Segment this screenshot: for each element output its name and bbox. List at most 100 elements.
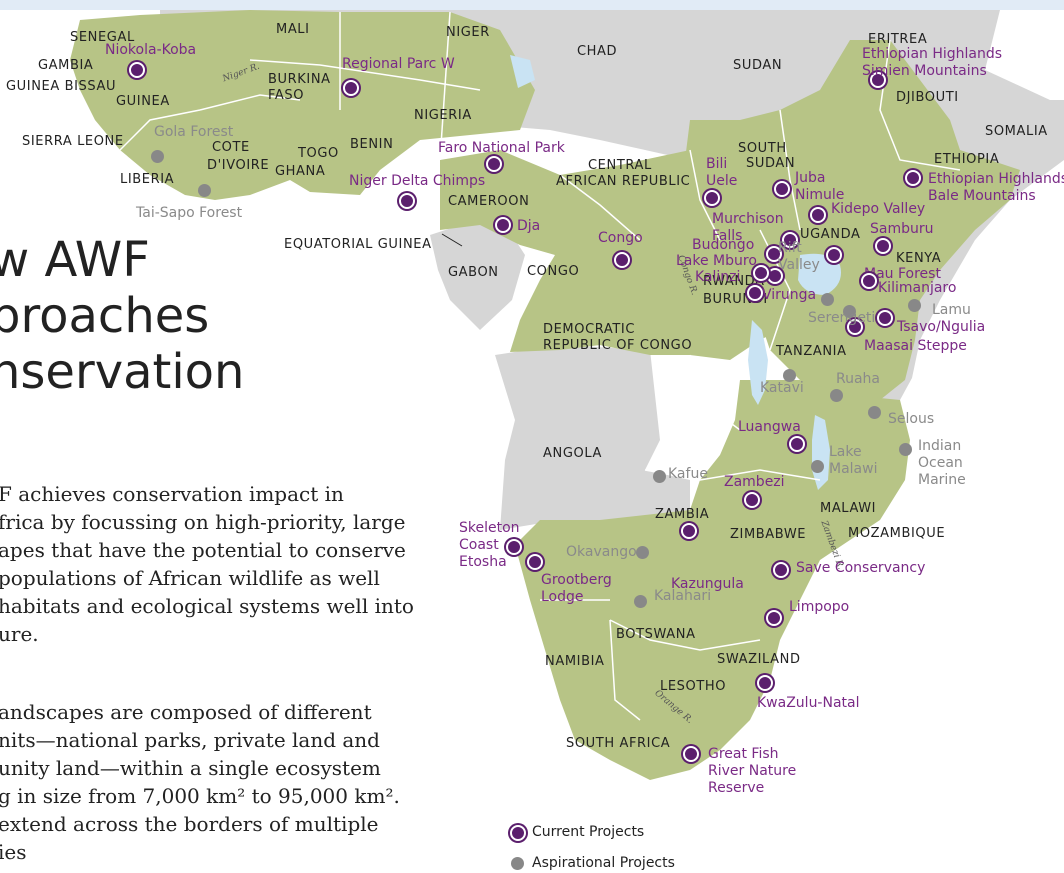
aspirational-project-marker[interactable] (783, 369, 796, 382)
current-project-marker[interactable] (744, 492, 760, 508)
aspirational-project-label: Ruaha (836, 371, 881, 387)
country-label: MALI (276, 22, 310, 37)
grey-land-angola (495, 345, 690, 530)
eq-guinea-pointer (441, 233, 463, 247)
country-label: CHAD (577, 44, 618, 59)
country-label: AFRICAN REPUBLIC (556, 174, 691, 189)
country-label: SIERRA LEONE (22, 134, 124, 149)
aspirational-project-label: Kafue (668, 466, 708, 482)
page-title: w AWF proaches nservation (0, 232, 244, 400)
current-project-label: Regional Parc W (342, 56, 455, 72)
current-project-marker[interactable] (861, 273, 877, 289)
current-project-marker[interactable] (810, 207, 826, 223)
current-project-marker[interactable] (129, 62, 145, 78)
country-label: CONGO (527, 264, 580, 279)
paragraph-line: andscapes are composed of different (0, 700, 372, 724)
current-project-marker[interactable] (870, 72, 886, 88)
aspirational-project-marker[interactable] (908, 299, 921, 312)
current-project-marker[interactable] (704, 190, 720, 206)
current-project-marker[interactable] (757, 675, 773, 691)
current-project-label: Dja (517, 218, 541, 234)
paragraph-line: frica by focussing on high-priority, lar… (0, 510, 406, 534)
country-label: BENIN (350, 137, 394, 152)
country-label: RWANDA (703, 274, 765, 289)
current-project-marker[interactable] (683, 746, 699, 762)
country-label: ZIMBABWE (730, 527, 807, 542)
current-project-label: Budongo (692, 237, 755, 253)
aspirational-project-marker[interactable] (830, 389, 843, 402)
current-project-marker[interactable] (905, 170, 921, 186)
current-project-label: Tsavo/Ngulia (897, 319, 986, 335)
west-africa-land (70, 10, 535, 200)
current-project-marker[interactable] (847, 319, 863, 335)
paragraph-line: g in size from 7,000 km² to 95,000 km². (0, 784, 400, 808)
aspirational-project-marker[interactable] (653, 470, 666, 483)
country-label: ERITREA (868, 32, 928, 47)
paragraph-line: ies (0, 840, 27, 864)
paragraph-line: populations of African wildlife as well (0, 566, 380, 590)
aspirational-project-marker[interactable] (151, 150, 164, 163)
country-label: SUDAN (733, 58, 783, 73)
aspirational-project-marker[interactable] (811, 460, 824, 473)
current-project-marker[interactable] (753, 265, 769, 281)
current-project-label: Samburu (870, 221, 934, 237)
current-project-marker[interactable] (399, 193, 415, 209)
aspirational-project-marker[interactable] (636, 546, 649, 559)
country-label: KENYA (896, 251, 942, 266)
country-label: MALAWI (820, 501, 877, 516)
current-project-label: Limpopo (789, 599, 850, 615)
current-project-label: Bili Uele (706, 156, 738, 189)
paragraph-line: ure. (0, 622, 39, 646)
country-label: DEMOCRATIC (543, 322, 635, 337)
current-project-marker[interactable] (875, 238, 891, 254)
current-project-label: Congo (598, 230, 643, 246)
aspirational-project-label: Kalahari (654, 588, 712, 604)
country-label: COTE (212, 140, 250, 155)
current-project-marker[interactable] (343, 80, 359, 96)
title-line: w AWF (0, 232, 150, 288)
current-project-marker[interactable] (614, 252, 630, 268)
current-project-label: KwaZulu-Natal (757, 695, 860, 711)
current-project-label: Niokola-Koba (105, 42, 197, 58)
aspirational-project-marker[interactable] (198, 184, 211, 197)
current-project-marker[interactable] (877, 310, 893, 326)
paragraph-line: apes that have the potential to conserve (0, 538, 406, 562)
lake-victoria (798, 253, 841, 295)
current-project-label: Kalinzi (695, 269, 741, 285)
current-project-marker[interactable] (773, 562, 789, 578)
country-label: REPUBLIC OF CONGO (543, 338, 693, 353)
aspirational-project-label: Katavi (760, 380, 804, 396)
current-project-label: Great Fish River Nature Reserve (708, 746, 797, 796)
current-project-marker[interactable] (782, 232, 798, 248)
country-label: BURKINA (268, 72, 331, 87)
current-project-marker[interactable] (495, 217, 511, 233)
paragraph-line: habitats and ecological systems well int… (0, 594, 414, 618)
current-project-marker[interactable] (766, 610, 782, 626)
aspirational-project-marker[interactable] (634, 595, 647, 608)
country-label: GHANA (275, 164, 326, 179)
aspirational-project-label: Tai-Sapo Forest (136, 205, 243, 221)
nile-water (510, 55, 535, 88)
country-label: MOZAMBIQUE (848, 526, 946, 541)
current-project-marker[interactable] (826, 247, 842, 263)
country-label: UGANDA (800, 227, 861, 242)
current-project-marker[interactable] (527, 554, 543, 570)
country-label: CAMEROON (448, 194, 530, 209)
aspirational-project-marker[interactable] (868, 406, 881, 419)
current-project-marker[interactable] (789, 436, 805, 452)
aspirational-project-marker[interactable] (899, 443, 912, 456)
current-project-label: Maasai Steppe (864, 338, 967, 354)
current-project-marker[interactable] (506, 539, 522, 555)
current-project-marker[interactable] (486, 156, 502, 172)
current-project-marker[interactable] (766, 246, 782, 262)
title-line: proaches (0, 288, 210, 344)
aspirational-project-marker[interactable] (821, 293, 834, 306)
country-label: D'IVOIRE (207, 158, 270, 173)
current-project-marker[interactable] (747, 285, 763, 301)
current-project-marker[interactable] (774, 181, 790, 197)
current-project-label: Virunga (762, 287, 817, 303)
aspirational-project-label: Selous (888, 411, 935, 427)
country-label: GABON (448, 265, 499, 280)
aspirational-project-marker[interactable] (843, 305, 856, 318)
current-project-marker[interactable] (681, 523, 697, 539)
